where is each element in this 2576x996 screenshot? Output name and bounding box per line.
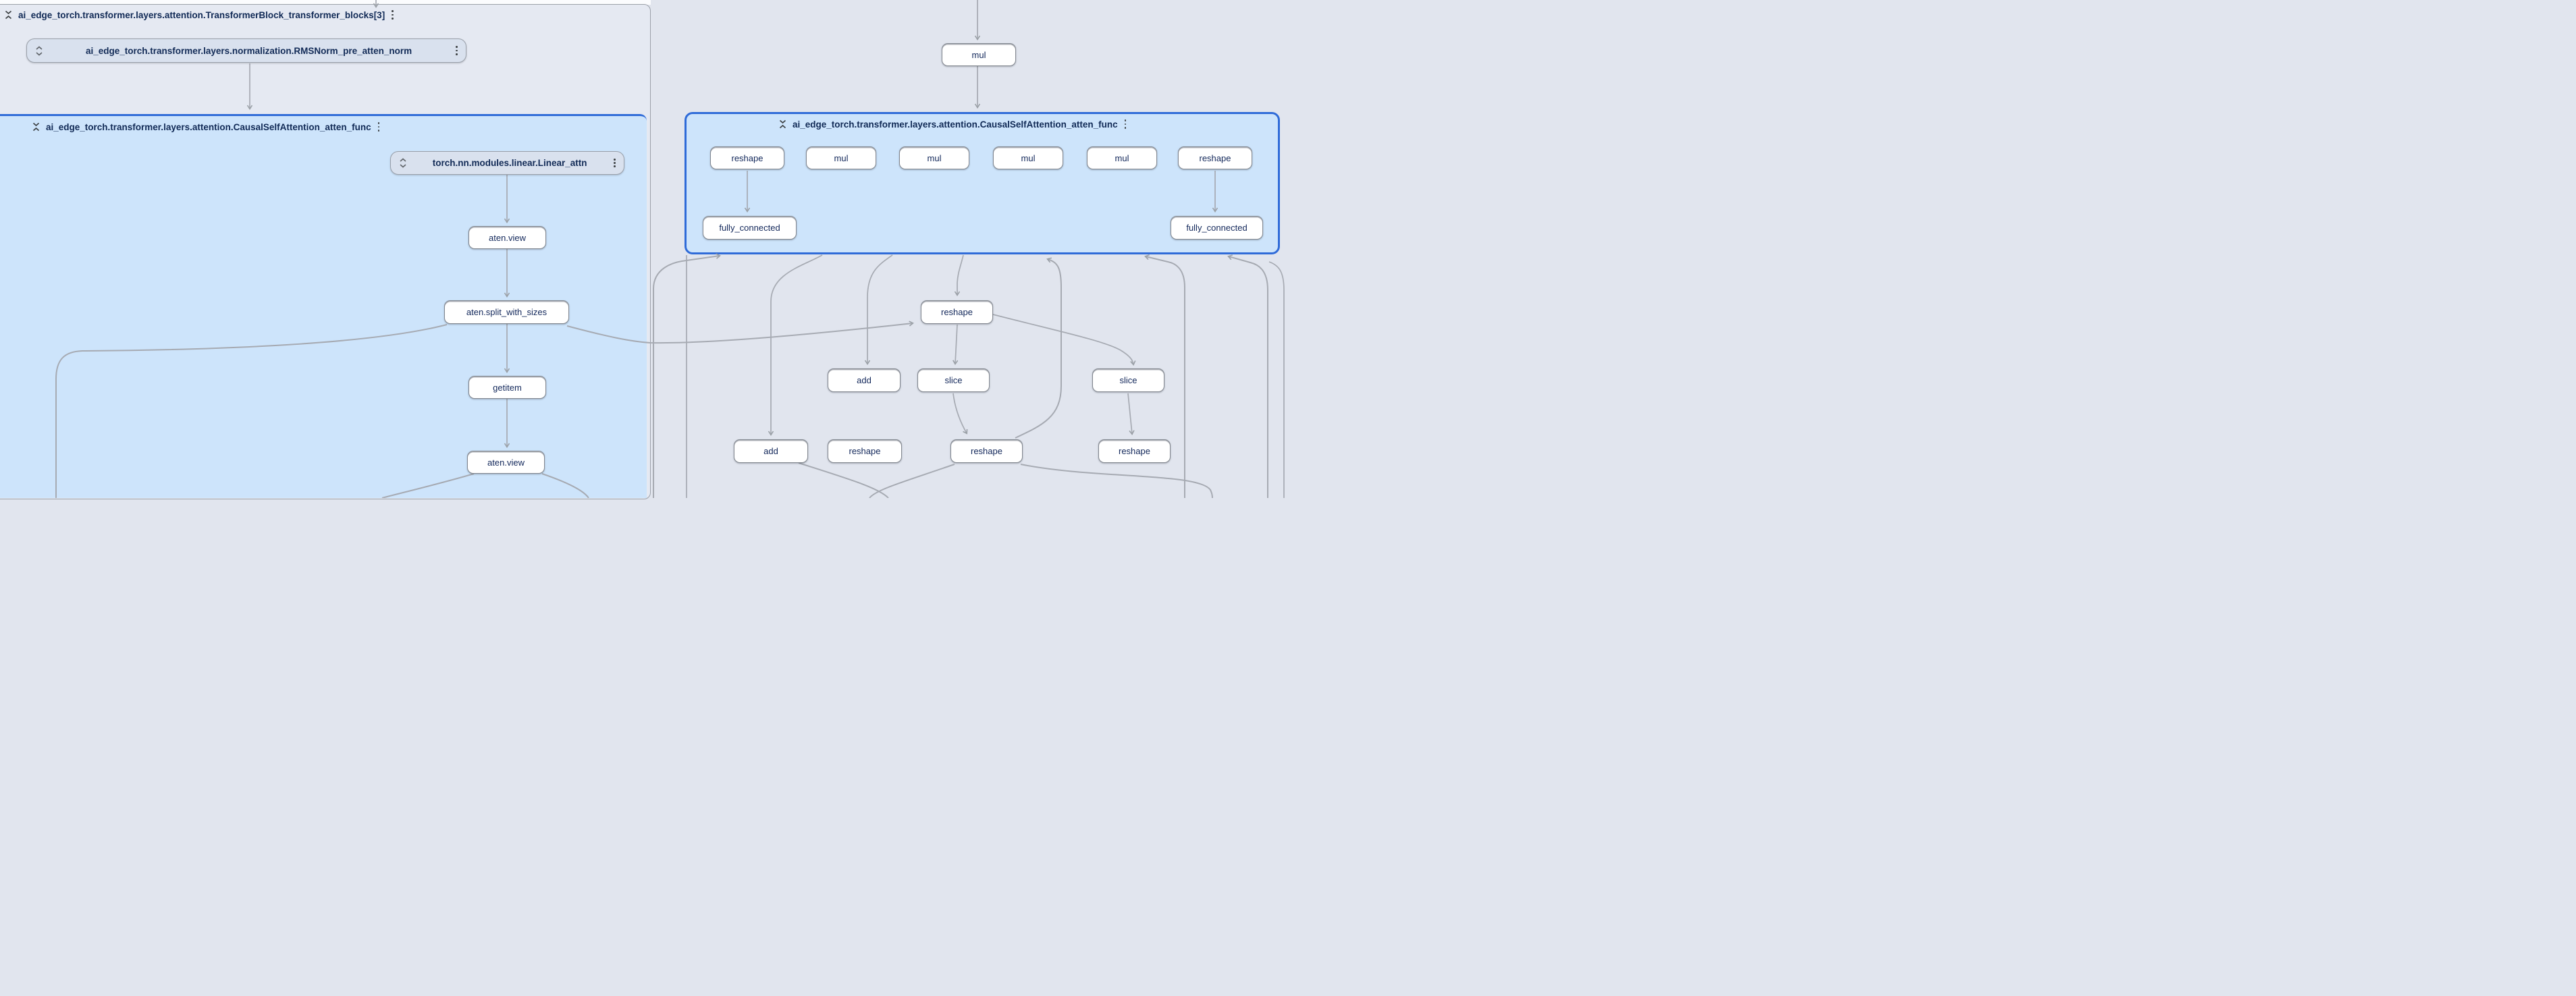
- unfold-less-icon[interactable]: [4, 10, 13, 20]
- canvas-top-strip: [0, 0, 651, 5]
- unfold-more-icon[interactable]: [35, 45, 43, 56]
- op-node-mid-slice-2[interactable]: slice: [1092, 368, 1164, 392]
- transformer-block-title[interactable]: ai_edge_torch.transformer.layers.attenti…: [18, 9, 385, 20]
- op-node-r-mul-4[interactable]: mul: [1087, 146, 1157, 169]
- op-node-split[interactable]: aten.split_with_sizes: [444, 300, 569, 324]
- causal-left-header: ai_edge_torch.transformer.layers.attenti…: [32, 121, 381, 133]
- op-node-fc-left[interactable]: fully_connected: [703, 216, 797, 240]
- model-explorer-canvas: { "panels": { "transformer_block": { "ti…: [0, 0, 1288, 499]
- op-node-bot-reshape-3[interactable]: reshape: [1098, 439, 1171, 463]
- kebab-menu-icon[interactable]: [1123, 119, 1128, 129]
- op-node-fc-right[interactable]: fully_connected: [1171, 216, 1263, 240]
- causal-left-title[interactable]: ai_edge_torch.transformer.layers.attenti…: [46, 121, 371, 132]
- op-node-bot-add[interactable]: add: [734, 439, 808, 463]
- kebab-menu-icon[interactable]: [612, 158, 617, 168]
- op-node-aten-view-1[interactable]: aten.view: [468, 226, 546, 249]
- layer-node-rmsnorm[interactable]: ai_edge_torch.transformer.layers.normali…: [26, 38, 466, 63]
- layer-node-label: ai_edge_torch.transformer.layers.normali…: [86, 45, 412, 56]
- unfold-less-icon[interactable]: [778, 119, 787, 129]
- op-node-bot-reshape-1[interactable]: reshape: [828, 439, 902, 463]
- op-node-r-mul-1[interactable]: mul: [806, 146, 876, 169]
- transformer-block-header: ai_edge_torch.transformer.layers.attenti…: [4, 9, 395, 21]
- op-node-mid-slice-1[interactable]: slice: [917, 368, 990, 392]
- kebab-menu-icon[interactable]: [377, 122, 381, 132]
- op-node-r-reshape-2[interactable]: reshape: [1178, 146, 1252, 169]
- causal-right-title[interactable]: ai_edge_torch.transformer.layers.attenti…: [793, 119, 1118, 130]
- kebab-menu-icon[interactable]: [454, 46, 459, 55]
- unfold-more-icon[interactable]: [399, 158, 407, 168]
- op-node-mid-add[interactable]: add: [828, 368, 901, 392]
- op-node-mul-top[interactable]: mul: [942, 43, 1016, 66]
- op-node-r-mul-2[interactable]: mul: [899, 146, 969, 169]
- op-node-aten-view-2[interactable]: aten.view: [467, 451, 545, 474]
- kebab-menu-icon[interactable]: [390, 10, 395, 20]
- layer-node-linear-attn[interactable]: torch.nn.modules.linear.Linear_attn: [390, 151, 624, 175]
- op-node-r-mul-3[interactable]: mul: [993, 146, 1063, 169]
- op-node-getitem[interactable]: getitem: [468, 376, 546, 399]
- unfold-less-icon[interactable]: [32, 122, 41, 132]
- op-node-mid-reshape[interactable]: reshape: [921, 300, 993, 324]
- op-node-r-reshape-1[interactable]: reshape: [710, 146, 784, 169]
- layer-node-label: torch.nn.modules.linear.Linear_attn: [432, 158, 587, 168]
- causal-right-header: ai_edge_torch.transformer.layers.attenti…: [778, 118, 1127, 130]
- op-node-bot-reshape-2[interactable]: reshape: [950, 439, 1023, 463]
